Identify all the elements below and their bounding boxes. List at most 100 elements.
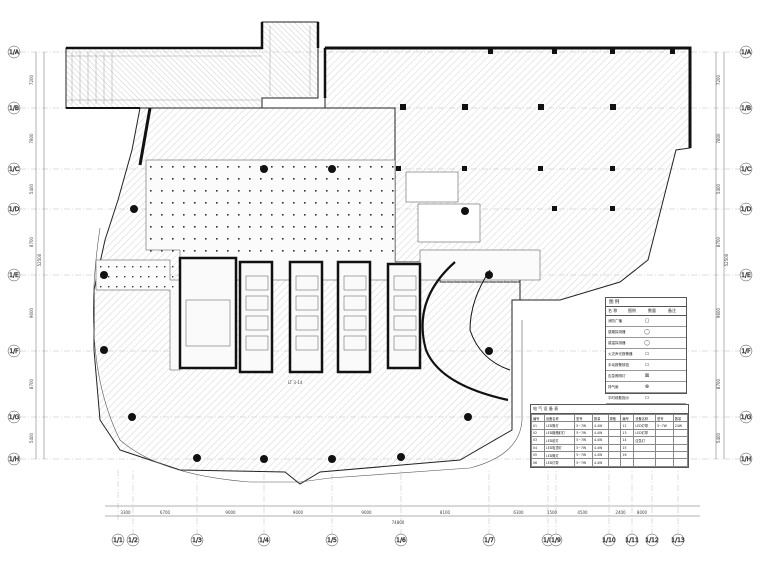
table-cell <box>672 450 689 460</box>
table-cell <box>672 436 689 445</box>
ceiling-fixture <box>370 178 372 180</box>
ceiling-fixture <box>271 202 273 204</box>
grid-bubble-row-left-7: 1/G <box>7 410 21 424</box>
legend-symbol-icon: ▭ <box>644 351 650 357</box>
dim-left-text: 8700 <box>716 236 721 247</box>
table-cell <box>607 443 622 452</box>
grid-bubble-label: 1/6 <box>396 537 406 544</box>
ceiling-fixture <box>348 250 350 252</box>
ceiling-fixture <box>108 286 110 288</box>
ceiling-fixture <box>172 178 174 180</box>
dim-left-text: 8700 <box>29 236 34 247</box>
grid-bubble-label: 1/12 <box>645 537 659 544</box>
grid-bubble-row-right-1: 1/A <box>739 45 753 59</box>
ceiling-fixture <box>337 166 339 168</box>
ceiling-fixture <box>337 250 339 252</box>
grid-bubble-label: 1/4 <box>259 537 269 544</box>
legend-symbol-icon: ▭ <box>644 362 650 368</box>
ceiling-fixture <box>150 238 152 240</box>
table-cell: 5~7W <box>574 450 594 460</box>
ceiling-fixture <box>326 238 328 240</box>
ceiling-fixture <box>227 226 229 228</box>
grid-bubble-row-left-3: 1/C <box>7 162 21 176</box>
ceiling-fixture <box>194 214 196 216</box>
ceiling-fixture <box>337 202 339 204</box>
ceiling-fixture <box>132 286 134 288</box>
ceiling-fixture <box>216 250 218 252</box>
grid-bubble-label: 1/F <box>9 348 19 355</box>
grid-bubble-row-left-8: 1/H <box>7 452 21 466</box>
ceiling-fixture <box>227 238 229 240</box>
equipment-table-title: 电 气 设 备 表 <box>531 405 688 414</box>
grid-bubble-col-10: 1/10 <box>602 533 616 547</box>
ceiling-fixture <box>282 214 284 216</box>
grid-bubble-label: 1/A <box>9 49 20 56</box>
ceiling-fixture <box>140 266 142 268</box>
table-cell <box>607 428 622 438</box>
grid-bubble-label: 1/11 <box>625 537 639 544</box>
table-cell: 13 <box>620 428 635 438</box>
ceiling-fixture <box>381 226 383 228</box>
table-cell: 5~7W <box>574 458 594 467</box>
ceiling-fixture <box>205 202 207 204</box>
dim-bottom-text: 4500 <box>577 510 588 515</box>
table-cell: 24W <box>672 421 689 430</box>
grid-bubble-row-right-3: 1/C <box>739 162 753 176</box>
equipment-header-cell: 数量 <box>591 413 609 423</box>
ceiling-fixture <box>271 178 273 180</box>
core-inner <box>185 275 417 351</box>
dim-left-text: 8700 <box>716 378 721 389</box>
table-cell <box>620 458 635 467</box>
corridor-stripes <box>66 26 311 104</box>
ceiling-fixture <box>205 250 207 252</box>
ceiling-fixture <box>326 178 328 180</box>
table-cell <box>607 436 622 445</box>
table-cell: 5~7W <box>574 428 594 438</box>
ceiling-fixture <box>156 266 158 268</box>
legend-row-label: 手动报警按钮 <box>608 362 629 367</box>
ceiling-fixture <box>150 190 152 192</box>
ceiling-fixture <box>392 226 394 228</box>
grid-bubble-col-5: 1/5 <box>325 533 339 547</box>
ceiling-fixture <box>381 250 383 252</box>
ceiling-fixture <box>282 190 284 192</box>
ceiling-fixture <box>140 276 142 278</box>
ceiling-fixture <box>216 190 218 192</box>
ceiling-fixture <box>183 226 185 228</box>
ceiling-fixture <box>205 178 207 180</box>
table-cell: 5~7W <box>655 421 674 430</box>
dim-left-text: 7800 <box>29 133 34 144</box>
ceiling-fixture <box>381 166 383 168</box>
legend-row-label: 火灾声光报警器 <box>608 351 633 356</box>
ceiling-fixture <box>249 226 251 228</box>
ceiling-fixture <box>370 226 372 228</box>
legend-row-label: 感烟探测器 <box>608 329 626 334</box>
table-cell <box>655 450 674 460</box>
dim-bottom-text: 8100 <box>440 510 451 515</box>
ceiling-fixture <box>260 166 262 168</box>
ceiling-fixture <box>348 202 350 204</box>
ceiling-fixture <box>381 178 383 180</box>
grid-bubble-label: 1/E <box>741 272 751 279</box>
dim-total-bottom: 74800 <box>392 520 405 525</box>
grid-bubble-label: 1/E <box>9 272 19 279</box>
equipment-header-cell: 设备名称 <box>633 413 657 423</box>
legend-row-label: 排气扇 <box>608 384 619 389</box>
ceiling-fixture <box>260 190 262 192</box>
dim-bottom-text: 8000 <box>637 510 648 515</box>
grid-bubble-row-right-7: 1/G <box>739 410 753 424</box>
table-cell: 5~7W <box>574 436 594 445</box>
ceiling-fixture <box>370 190 372 192</box>
ceiling-fixture <box>100 286 102 288</box>
ceiling-fixture <box>116 266 118 268</box>
ceiling-fixture <box>282 238 284 240</box>
ceiling-fixture <box>392 166 394 168</box>
ceiling-fixture <box>359 178 361 180</box>
ceiling-fixture <box>161 214 163 216</box>
ceiling-fixture <box>293 178 295 180</box>
table-cell <box>655 443 674 452</box>
ceiling-fixture <box>172 202 174 204</box>
dim-left-text: 9600 <box>29 307 34 318</box>
ceiling-fixture <box>315 190 317 192</box>
